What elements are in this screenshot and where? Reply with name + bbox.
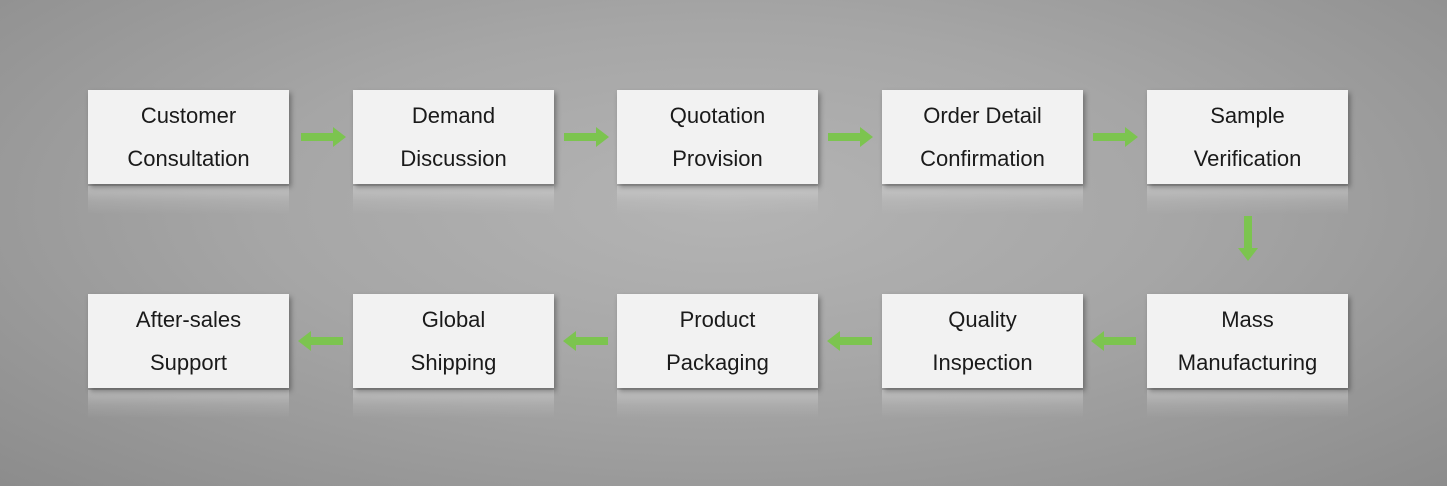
step-label-line2: Packaging — [666, 350, 769, 375]
arrow-left-icon — [297, 330, 343, 352]
step-quality-inspection: Quality Inspection — [882, 294, 1083, 388]
step-customer-consultation: Customer Consultation — [88, 90, 289, 184]
box-reflection — [1147, 390, 1348, 418]
step-label-line1: Quality — [948, 307, 1017, 332]
step-label-line2: Discussion — [400, 146, 507, 171]
arrow-right-icon — [1093, 126, 1139, 148]
arrow-left-icon — [1090, 330, 1136, 352]
step-label-line1: Global — [421, 307, 486, 332]
step-label-line1: Quotation — [669, 103, 766, 128]
step-after-sales-support: After-sales Support — [88, 294, 289, 388]
step-label-line2: Verification — [1193, 146, 1302, 171]
arrow-left-icon — [826, 330, 872, 352]
step-label-line1: Order Detail — [923, 103, 1042, 128]
arrow-right-icon — [828, 126, 874, 148]
step-label-line2: Manufacturing — [1177, 350, 1318, 375]
step-label-line1: Sample — [1210, 103, 1285, 128]
step-label-line1: After-sales — [135, 307, 242, 332]
arrow-right-icon — [564, 126, 610, 148]
step-mass-manufacturing: Mass Manufacturing — [1147, 294, 1348, 388]
box-reflection — [882, 186, 1083, 214]
step-label-line2: Consultation — [127, 146, 250, 171]
step-label-line1: Mass — [1221, 307, 1274, 332]
step-global-shipping: Global Shipping — [353, 294, 554, 388]
step-sample-verification: Sample Verification — [1147, 90, 1348, 184]
box-reflection — [1147, 186, 1348, 214]
step-label-line2: Support — [149, 350, 228, 375]
box-reflection — [617, 186, 818, 214]
step-label-line2: Confirmation — [920, 146, 1045, 171]
step-label-line2: Provision — [672, 146, 763, 171]
step-product-packaging: Product Packaging — [617, 294, 818, 388]
step-order-detail-confirmation: Order Detail Confirmation — [882, 90, 1083, 184]
arrow-right-icon — [301, 126, 347, 148]
box-reflection — [88, 390, 289, 418]
box-reflection — [353, 186, 554, 214]
arrow-down-icon — [1237, 216, 1259, 262]
step-demand-discussion: Demand Discussion — [353, 90, 554, 184]
step-label-line2: Shipping — [410, 350, 497, 375]
box-reflection — [353, 390, 554, 418]
step-label-line1: Customer — [140, 103, 237, 128]
step-label-line2: Inspection — [932, 350, 1033, 375]
box-reflection — [88, 186, 289, 214]
box-reflection — [882, 390, 1083, 418]
box-reflection — [617, 390, 818, 418]
step-label-line1: Product — [679, 307, 756, 332]
step-quotation-provision: Quotation Provision — [617, 90, 818, 184]
step-label-line1: Demand — [411, 103, 496, 128]
arrow-left-icon — [562, 330, 608, 352]
